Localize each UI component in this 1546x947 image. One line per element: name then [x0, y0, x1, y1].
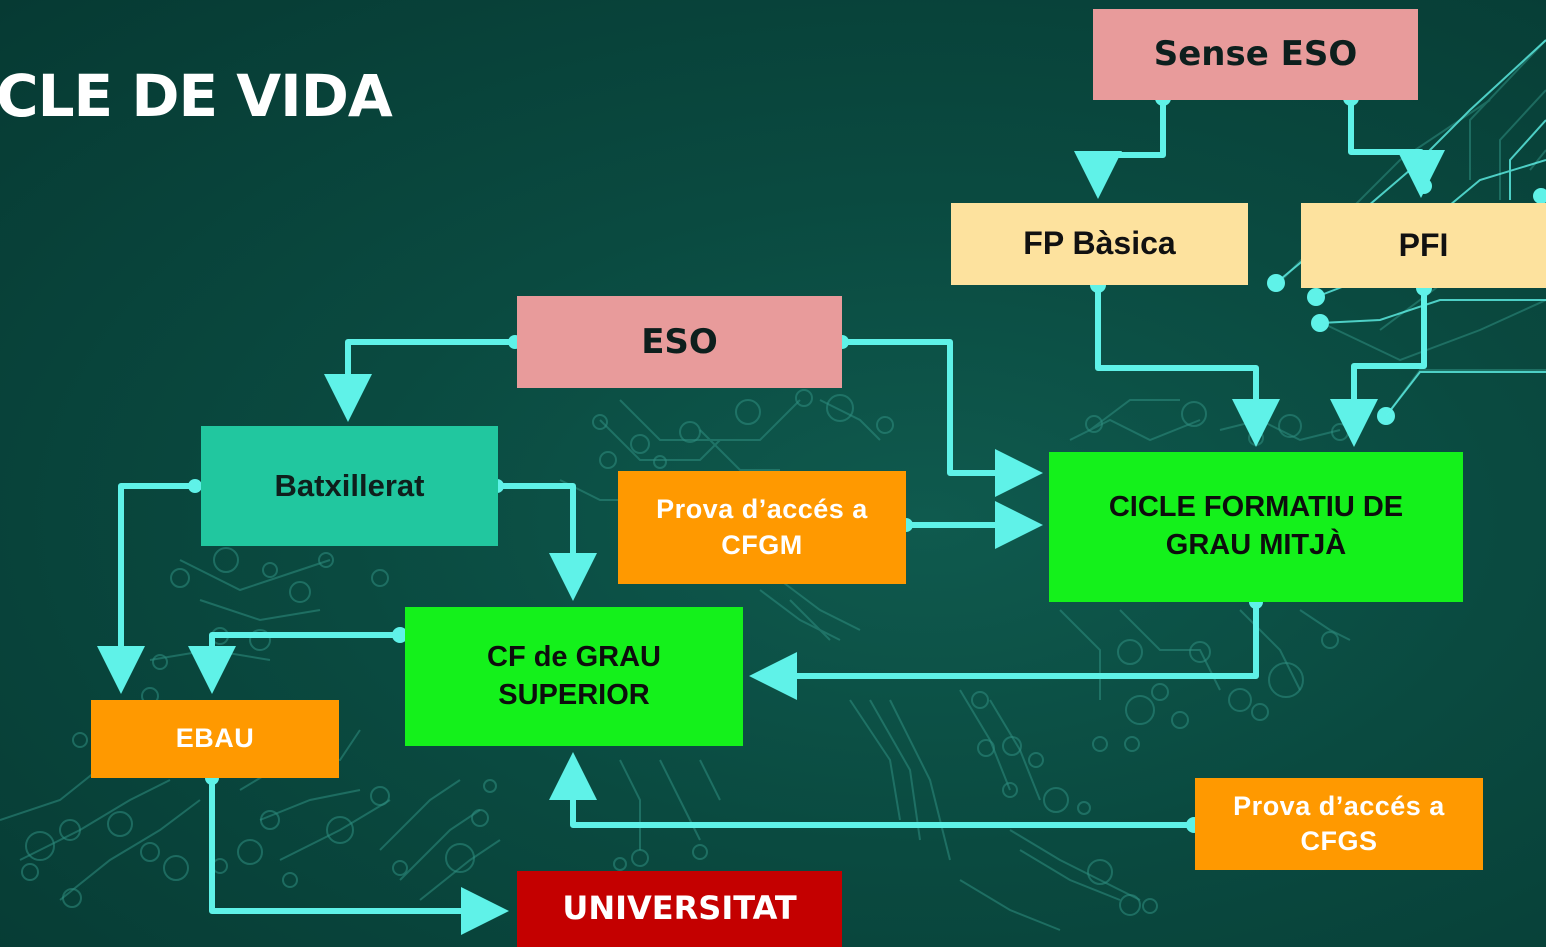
node-prova-cfgs: Prova d’accés a CFGS: [1195, 778, 1483, 870]
slide-title: CLE DE VIDA: [0, 62, 393, 130]
node-cicle-formatiu-grau-mitja: CICLE FORMATIU DE GRAU MITJÀ: [1049, 452, 1463, 602]
connector-sense-eso-to-fp-basica: [1074, 98, 1166, 199]
node-sense-eso: Sense ESO: [1093, 9, 1418, 100]
connector-batxillerat-to-ebau: [97, 483, 195, 694]
node-ebau: EBAU: [91, 700, 339, 778]
connector-cicle-mitja-to-cf-superior: [749, 602, 1259, 700]
connector-prova-cfgs-to-cf-superior: [549, 752, 1194, 828]
node-pfi: PFI: [1301, 203, 1546, 288]
connector-cf-superior-to-ebau: [188, 632, 400, 694]
node-cf-grau-superior: CF de GRAU SUPERIOR: [405, 607, 743, 746]
connector-batxillerat-to-cf-superior: [497, 483, 597, 601]
node-prova-cfgm: Prova d’accés a CFGM: [618, 471, 906, 584]
connector-ebau-to-universitat: [209, 778, 509, 935]
connector-pfi-to-cicle-mitja: [1330, 288, 1427, 447]
connector-fp-basica-to-cicle-mitja: [1095, 285, 1280, 447]
connector-eso-to-batxillerat: [324, 339, 515, 422]
node-fp-basica: FP Bàsica: [951, 203, 1248, 285]
node-universitat: UNIVERSITAT: [517, 871, 842, 947]
node-eso: ESO: [517, 296, 842, 388]
connector-sense-eso-to-pfi: [1348, 98, 1445, 198]
connector-eso-to-cicle-mitja: [842, 339, 1043, 497]
node-batxillerat: Batxillerat: [201, 426, 498, 546]
